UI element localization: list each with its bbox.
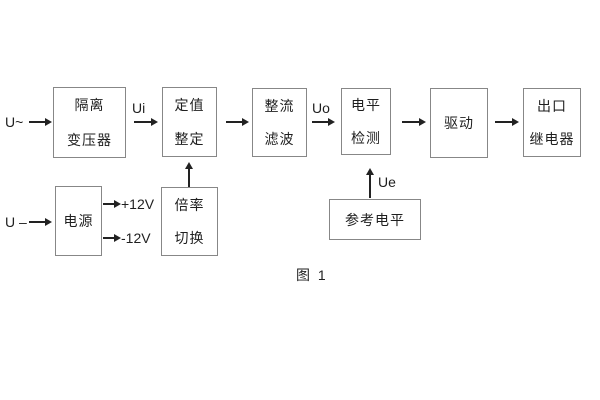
label-ui: Ui xyxy=(132,100,146,116)
box-level-detect: 电平 检测 xyxy=(341,88,391,155)
box-rectifier-filter-line1: 整流 xyxy=(264,97,295,114)
arrow-setting-to-rectifier xyxy=(226,118,249,125)
arrow-ac-to-transformer xyxy=(29,118,52,125)
arrow-reference-to-level xyxy=(366,168,373,198)
arrow-rectifier-to-level xyxy=(312,118,335,125)
box-isolation-transformer-line1: 隔离 xyxy=(74,97,105,114)
box-ratio-switch: 倍率 切换 xyxy=(161,187,218,256)
arrow-dc-to-power xyxy=(29,218,52,225)
box-isolation-transformer-line2: 变压器 xyxy=(67,131,112,148)
box-setting-adjust-line1: 定值 xyxy=(174,97,205,113)
figure-caption: 图 1 xyxy=(296,267,328,283)
box-output-relay-line2: 继电器 xyxy=(529,131,575,148)
label-minus-12v: -12V xyxy=(121,230,151,246)
label-ac-input: U~ xyxy=(5,114,24,130)
box-rectifier-filter-line2: 滤波 xyxy=(264,131,295,148)
box-ratio-switch-line1: 倍率 xyxy=(174,196,205,213)
arrow-drive-to-relay xyxy=(495,118,519,125)
label-plus-12v: +12V xyxy=(121,196,155,212)
arrow-power-to-plus12 xyxy=(103,200,121,207)
box-ratio-switch-line2: 切换 xyxy=(174,230,205,247)
box-rectifier-filter: 整流 滤波 xyxy=(252,88,307,157)
label-dc-input: U – xyxy=(5,214,27,230)
box-level-detect-line2: 检测 xyxy=(351,129,381,146)
box-reference-level: 参考电平 xyxy=(329,199,421,240)
box-level-detect-line1: 电平 xyxy=(351,97,381,114)
label-ue: Ue xyxy=(378,174,396,190)
box-reference-level-line1: 参考电平 xyxy=(345,211,405,228)
arrow-transformer-to-setting xyxy=(134,118,158,125)
label-uo: Uo xyxy=(312,100,330,116)
arrow-level-to-drive xyxy=(402,118,426,125)
arrow-power-to-minus12 xyxy=(103,234,121,241)
box-output-relay-line1: 出口 xyxy=(537,97,567,114)
box-drive: 驱动 xyxy=(430,88,488,158)
box-setting-adjust: 定值 整定 xyxy=(162,87,217,157)
box-output-relay: 出口 继电器 xyxy=(523,88,581,157)
arrow-ratio-to-setting xyxy=(185,162,192,187)
box-power-supply: 电源 xyxy=(55,186,102,256)
box-drive-line1: 驱动 xyxy=(444,115,474,131)
box-isolation-transformer: 隔离 变压器 xyxy=(53,87,126,158)
box-setting-adjust-line2: 整定 xyxy=(174,131,205,147)
box-power-supply-line1: 电源 xyxy=(63,213,94,229)
